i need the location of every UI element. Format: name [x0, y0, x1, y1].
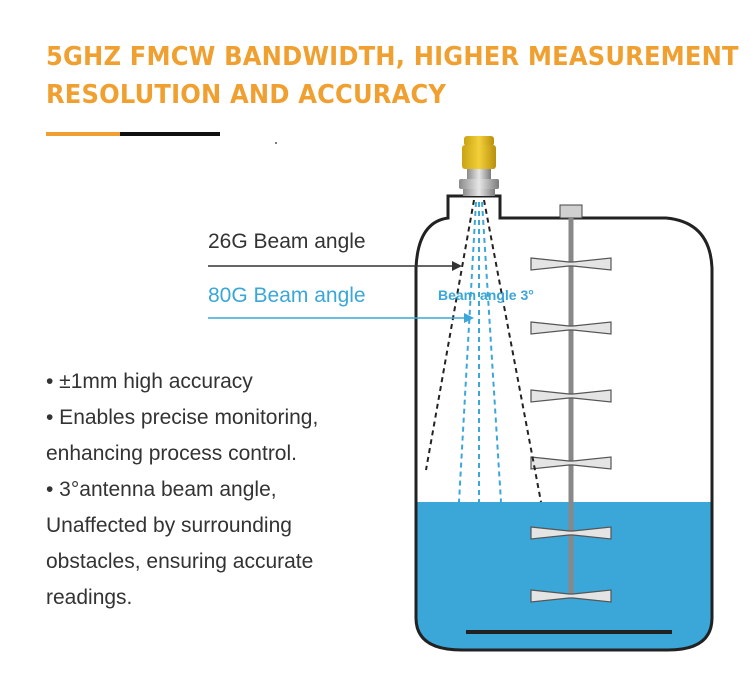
arrow-26g: [208, 261, 462, 271]
beam-26g-label: 26G Beam angle: [208, 230, 366, 253]
feature-list: • ±1mm high accuracy • Enables precise m…: [46, 364, 396, 616]
blade-6: [530, 589, 612, 603]
feature-line: enhancing process control.: [46, 442, 297, 465]
liquid: [416, 502, 712, 650]
small-dot: [275, 142, 277, 144]
radar-housing: [462, 145, 496, 169]
blade-3: [530, 389, 612, 403]
blade-5: [530, 526, 612, 540]
title-line-2: RESOLUTION AND ACCURACY: [46, 80, 447, 110]
beam-80g-label: 80G Beam angle: [208, 284, 366, 307]
blade-2: [530, 321, 612, 335]
feature-line: • ±1mm high accuracy: [46, 370, 253, 393]
feature-line: • 3°antenna beam angle,: [46, 478, 277, 501]
beam-26g: [425, 199, 542, 503]
radar-housing-top: [464, 136, 494, 146]
title-line-1: 5GHZ FMCW BANDWIDTH, HIGHER MEASUREMENT: [46, 42, 739, 72]
feature-line: Unaffected by surrounding: [46, 514, 292, 537]
agitator-cap: [559, 204, 583, 219]
divider-dark: [120, 132, 220, 136]
arrow-80g: [208, 313, 474, 323]
radar-base: [463, 189, 495, 196]
agitator-blades: [530, 257, 612, 603]
divider-accent: [46, 132, 120, 136]
feature-line: readings.: [46, 586, 133, 609]
radar-sensor: [459, 136, 499, 196]
feature-line: • Enables precise monitoring,: [46, 406, 319, 429]
blade-1: [530, 257, 612, 271]
radar-flange: [459, 179, 499, 189]
radar-neck: [467, 169, 491, 179]
page-title: 5GHZ FMCW BANDWIDTH, HIGHER MEASUREMENT …: [46, 38, 739, 114]
beam-80g: [458, 201, 502, 503]
blade-4: [530, 456, 612, 470]
beam-angle-label: Beam angle 3°: [438, 287, 534, 303]
tank-outline: [414, 194, 714, 652]
feature-line: obstacles, ensuring accurate: [46, 550, 314, 573]
